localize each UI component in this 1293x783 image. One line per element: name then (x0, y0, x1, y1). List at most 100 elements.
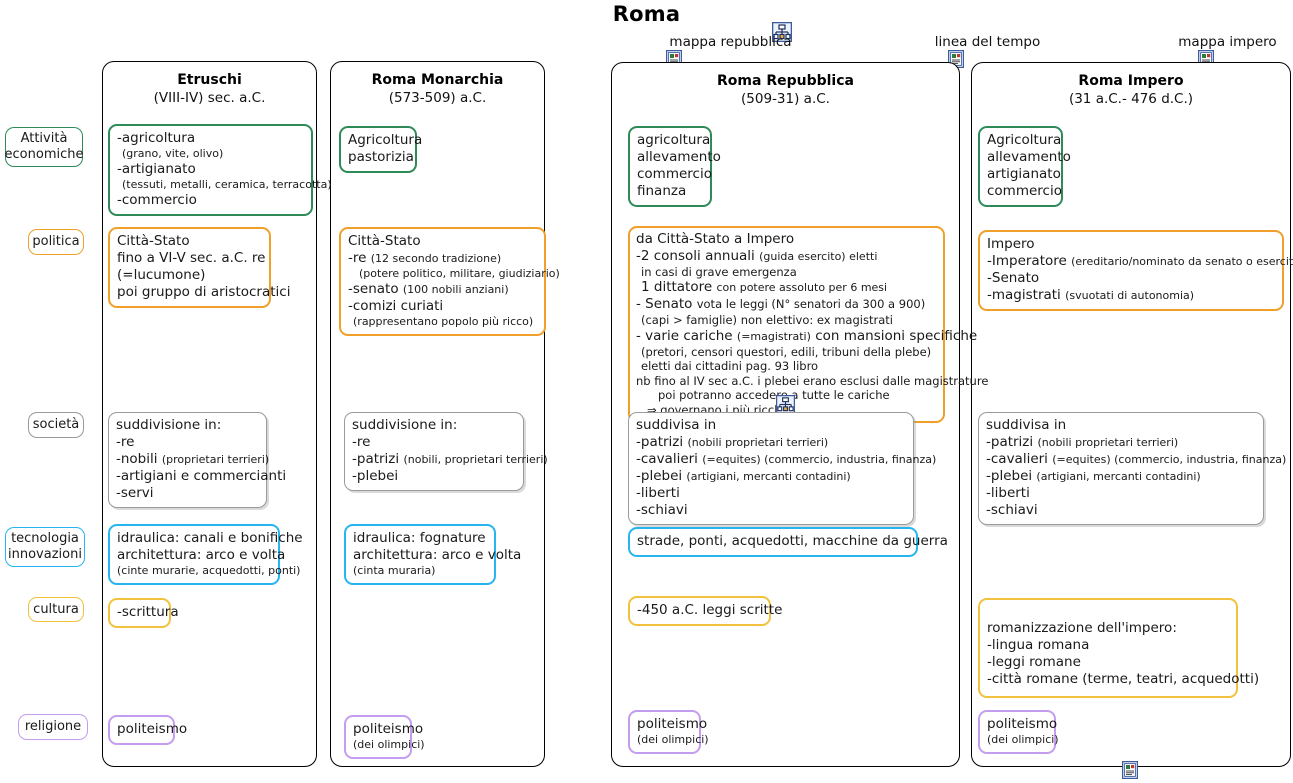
era-years: (573-509) a.C. (388, 89, 487, 106)
text-line: -leggi romane (987, 654, 1081, 670)
cell-monarchia-economia: Agricoltura pastorizia (339, 126, 423, 173)
category-cultura[interactable]: cultura (28, 597, 84, 622)
era-header: Roma Monarchia (573-509) a.C. (331, 62, 544, 106)
text-line: -plebei (352, 468, 399, 484)
text-line: -Imperatore (ereditario/nominato da sena… (987, 253, 1293, 269)
link-label-text: mappa impero (1178, 34, 1277, 50)
text-line: -cavalieri (=equites) (commercio, indust… (636, 451, 937, 467)
text-line: -patrizi (nobili proprietari terrieri) (636, 434, 829, 450)
link-label-mappa-repubblica[interactable]: mappa repubblica (598, 34, 863, 50)
category-label: politica (32, 234, 80, 250)
page-title: Roma (0, 2, 1293, 26)
era-title: Roma Impero (1078, 73, 1184, 89)
org-chart-icon[interactable] (771, 21, 793, 46)
text-line: -2 consoli annuali (guida esercito) elet… (636, 248, 878, 264)
category-label: religione (24, 719, 82, 735)
text-line: pastorizia (348, 149, 414, 165)
text-line: commercio (987, 183, 1062, 199)
text-line: -re (352, 434, 371, 450)
category-label: società (32, 417, 80, 433)
text-line: romanizzazione dell'impero: (987, 620, 1177, 636)
text-line: fino a VI-V sec. a.C. re (117, 250, 266, 266)
text-line: -comizi curiati (348, 297, 444, 314)
era-header: Etruschi (VIII-IV) sec. a.C. (103, 62, 316, 106)
text-line: artigianato (987, 166, 1061, 182)
text-line: (potere politico, militare, giudiziario) (359, 267, 560, 280)
text-line: finanza (637, 183, 687, 199)
text-line: -Senato (987, 270, 1040, 286)
text-line: -commercio (117, 191, 197, 208)
text-line: politeismo (987, 716, 1058, 732)
text-line: poi gruppo di aristocratici (117, 284, 291, 300)
text-line: in casi di grave emergenza (641, 265, 797, 279)
text-line: Agricoltura (348, 132, 423, 148)
page-title-text: Roma (612, 2, 681, 26)
text-line: suddivisa in (636, 417, 717, 433)
cell-etruschi-religione: politeismo (108, 715, 188, 745)
text-line: architettura: arco e volta (353, 547, 522, 563)
cell-etruschi-societa: suddivisione in: -re -nobili (proprietar… (108, 412, 286, 508)
text-line: 1 dittatore con potere assoluto per 6 me… (641, 279, 888, 296)
text-line: da Città-Stato a Impero (636, 231, 795, 247)
text-line: -liberti (636, 485, 680, 501)
text-line: -plebei (artigiani, mercanti contadini) (636, 468, 851, 484)
text-line: -cavalieri (=equites) (commercio, indust… (986, 451, 1287, 467)
category-label: tecnologia (11, 531, 79, 547)
text-line: suddivisione in: (116, 417, 222, 433)
era-header: Roma Repubblica (509-31) a.C. (612, 63, 959, 107)
era-years: (VIII-IV) sec. a.C. (153, 89, 266, 106)
cell-repubblica-cultura: -450 a.C. leggi scritte (628, 596, 782, 626)
cell-repubblica-religione: politeismo (dei olimpici) (628, 710, 709, 754)
text-line: allevamento (987, 149, 1071, 165)
text-line: politeismo (117, 721, 188, 737)
cell-impero-societa: suddivisa in -patrizi (nobili proprietar… (978, 412, 1287, 525)
text-line: (cinte murarie, acquedotti, ponti) (117, 564, 301, 577)
cell-monarchia-politica: Città-Stato -re (12 secondo tradizione) … (339, 227, 560, 336)
text-line: Città-Stato (117, 233, 190, 249)
cell-impero-economia: Agricoltura allevamento artigianato comm… (978, 126, 1071, 207)
text-line: (dei olimpici) (987, 733, 1059, 746)
text-line: (dei olimpici) (353, 738, 425, 751)
text-line: (rappresentano popolo più ricco) (353, 314, 534, 328)
text-line: - Senato vota le leggi (N° senatori da 3… (636, 296, 926, 313)
cell-impero-religione: politeismo (dei olimpici) (978, 710, 1059, 754)
text-line: -artigianato (117, 160, 196, 177)
category-label: cultura (33, 601, 79, 617)
text-line: (capi > famiglie) non elettivo: ex magis… (641, 313, 893, 328)
text-line: -re (12 secondo tradizione) (348, 250, 502, 266)
text-line: -liberti (986, 485, 1030, 501)
text-line: politeismo (637, 716, 708, 732)
text-line: nb fino al IV sec a.C. i plebei erano es… (636, 373, 989, 388)
text-line: -patrizi (nobili, proprietari terrieri) (352, 451, 548, 467)
document-image-icon-glyph (1121, 760, 1139, 780)
text-line: politeismo (353, 721, 424, 737)
text-line: (cinta muraria) (353, 564, 436, 577)
text-line: - varie cariche (=magistrati) con mansio… (636, 327, 978, 344)
text-line: -lingua romana (987, 637, 1090, 653)
text-line: -re (116, 434, 135, 450)
cell-repubblica-economia: agricoltura allevamento commercio finanz… (628, 126, 721, 207)
category-attivita-economiche[interactable]: Attività economiche (5, 127, 83, 167)
cell-repubblica-politica: da Città-Stato a Impero -2 consoli annua… (628, 226, 989, 424)
cell-repubblica-societa: suddivisa in -patrizi (nobili proprietar… (628, 412, 937, 525)
category-label: Attività (20, 131, 68, 147)
cell-impero-cultura: romanizzazione dell'impero: -lingua roma… (978, 598, 1260, 698)
link-label-linea-del-tempo[interactable]: linea del tempo (855, 34, 1120, 50)
document-image-icon[interactable] (1121, 760, 1139, 783)
text-line: idraulica: fognature (353, 530, 486, 546)
text-line: agricoltura (637, 132, 711, 148)
era-years: (31 a.C.- 476 d.C.) (1068, 90, 1194, 107)
text-line: -schiavi (636, 502, 688, 518)
text-line: -nobili (proprietari terrieri) (116, 451, 270, 467)
text-line: Città-Stato (348, 233, 421, 249)
link-label-mappa-impero[interactable]: mappa impero (1095, 34, 1293, 50)
text-line: eletti dai cittadini pag. 93 libro (641, 359, 819, 374)
category-politica[interactable]: politica (28, 229, 84, 255)
text-line: (dei olimpici) (637, 733, 709, 746)
category-societa[interactable]: società (28, 412, 84, 438)
category-religione[interactable]: religione (18, 714, 88, 740)
category-tecnologia-innovazioni[interactable]: tecnologia innovazioni (5, 527, 85, 567)
text-line: (=lucumone) (117, 267, 206, 283)
text-line: -città romane (terme, teatri, acquedotti… (987, 671, 1260, 687)
text-line: -agricoltura (117, 130, 196, 146)
